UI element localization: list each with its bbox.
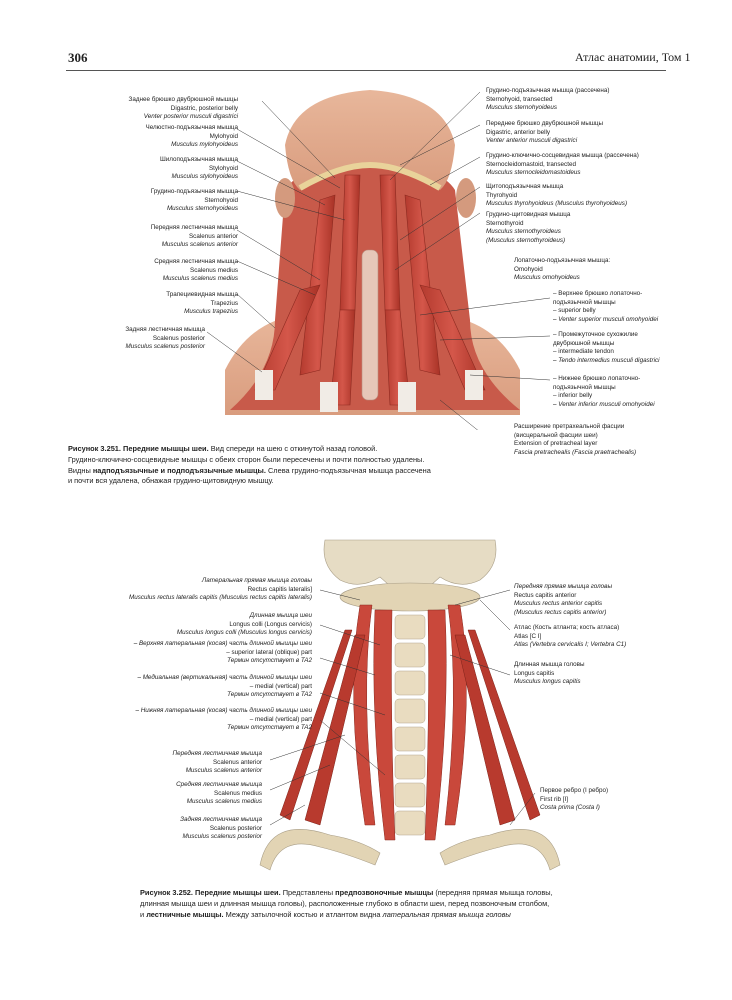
figure-3-252-caption: Рисунок 3.252. Передние мышцы шеи. Предс… [140,888,553,919]
fig2-leader-lines [269,589,536,826]
fig1-label-omohyoid-superior-belly: – Верхнее брюшко лопаточно-подъязычной м… [553,290,659,323]
vertebral-column [394,614,426,836]
fig1-label-pretracheal-fascia: Расширение претрахеальной фасции(висцера… [514,423,637,456]
scalene-muscles [279,629,541,826]
fig1-label-omohyoid-inferior-belly: – Нижнее брюшко лопаточно-подъязычной мы… [553,375,655,408]
ear-left [275,178,295,218]
fig1-leader-lines [206,91,551,430]
running-title: Атлас анатомии, Том 1 [575,50,691,64]
fig2-label-longus-colli-inferior: – Нижняя латеральная (косая) часть длинн… [135,707,312,732]
ear-right [456,178,476,218]
first-rib-left [259,828,381,871]
figure-3-252-illustration [259,539,561,871]
page-number: 306 [68,50,88,65]
figure-3-251-caption: Рисунок 3.251. Передние мышцы шеи. Вид с… [68,444,431,486]
atlas-vertebra [339,582,481,612]
header-rule [66,70,666,71]
fig2-label-first-rib: Первое ребро (I ребро)First rib [I]Costa… [540,787,609,812]
fig2-label-longus-colli-superior: – Верхняя латеральная (косая) часть длин… [133,640,312,665]
caption-1-lead: Рисунок 3.251. Передние мышцы шеи. [68,444,209,453]
mandible-edge [298,161,442,191]
neck-muscle-strips [254,174,486,406]
fig2-label-atlas: Атлас (Кость атланта; кость атласа)Atlas… [514,624,627,649]
tendons [255,370,483,412]
first-rib-right [439,828,561,871]
chin-skin [285,90,455,190]
trachea [361,249,379,401]
fig1-label-sternohyoid-transected: Грудино-подъязычная мышца (рассечена)Ste… [486,87,610,112]
figure-3-251-illustration [206,90,551,430]
fig1-label-sternocleidomastoid: Грудино-ключично-сосцевидная мышца (расс… [486,152,639,177]
fig2-label-longus-colli-medial: – Медиальная (вертикальная) часть длинно… [137,674,312,699]
